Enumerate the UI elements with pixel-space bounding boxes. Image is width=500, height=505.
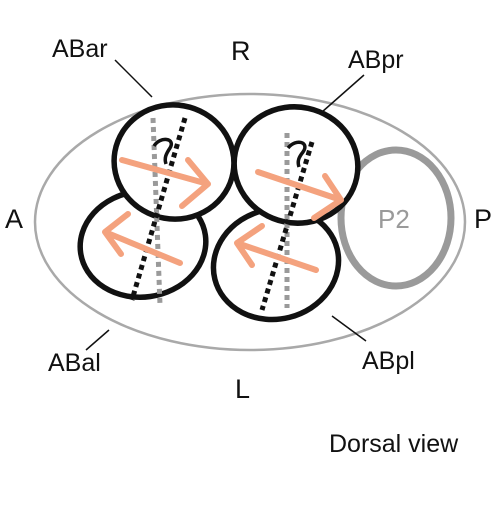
abal-leader-line bbox=[85, 329, 110, 351]
abpr-label: ABpr bbox=[348, 46, 404, 74]
orientation-l-label: L bbox=[235, 374, 250, 404]
abpr-leader-line bbox=[321, 74, 365, 113]
p2-cell bbox=[337, 146, 455, 290]
abpr-chirality-curl bbox=[286, 140, 307, 168]
orientation-r-label: R bbox=[231, 36, 251, 66]
p2-label: P2 bbox=[378, 204, 410, 234]
abal-rotation-arrow bbox=[102, 211, 183, 266]
abal-label: ABal bbox=[48, 349, 101, 377]
abar-rotation-arrow bbox=[119, 157, 211, 209]
abar-leader-line bbox=[114, 59, 153, 98]
abpl-leader-line bbox=[331, 315, 367, 342]
view-caption: Dorsal view bbox=[329, 430, 459, 458]
orientation-p-label: P bbox=[474, 204, 492, 234]
abpr-cell bbox=[231, 104, 361, 226]
abpl-label: ABpl bbox=[362, 347, 415, 375]
abar-label: ABar bbox=[52, 35, 108, 63]
abpr-abpl-axis-black bbox=[259, 141, 315, 311]
abar-abal-axis-grey bbox=[150, 117, 163, 306]
abar-abal-axis-black bbox=[129, 117, 188, 301]
abpr-rotation-arrow bbox=[255, 169, 344, 221]
orientation-a-label: A bbox=[5, 204, 23, 234]
abpl-rotation-arrow bbox=[234, 223, 319, 273]
eggshell-outline bbox=[33, 92, 467, 352]
abar-chirality-curl bbox=[152, 137, 174, 165]
